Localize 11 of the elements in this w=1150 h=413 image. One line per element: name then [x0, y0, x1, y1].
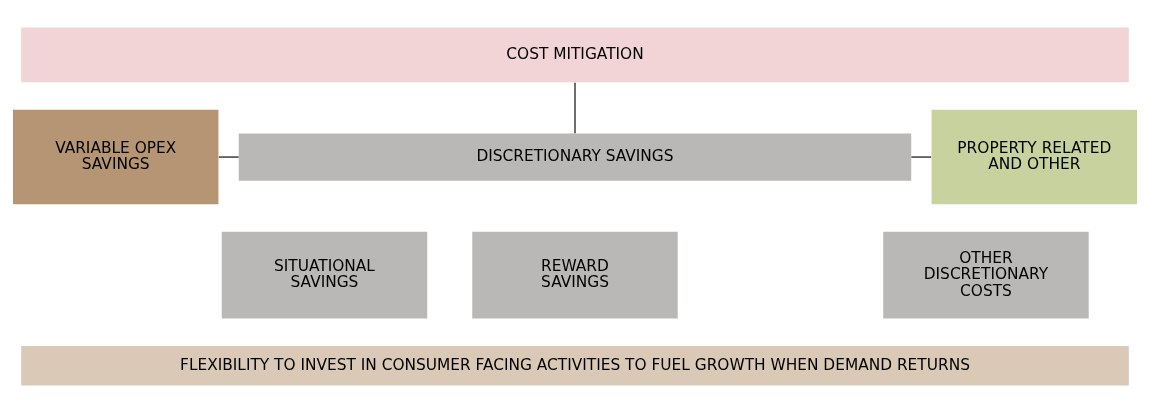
node-box: REWARD SAVINGS	[472, 231, 678, 319]
node-box: VARIABLE OPEX SAVINGS	[12, 109, 219, 205]
connector	[218, 156, 240, 158]
node-box: DISCRETIONARY SAVINGS	[238, 133, 912, 181]
connector	[574, 82, 576, 134]
node-box: PROPERTY RELATED AND OTHER	[931, 109, 1138, 205]
node-box: SITUATIONAL SAVINGS	[221, 231, 428, 319]
node-box: FLEXIBILITY TO INVEST IN CONSUMER FACING ACTIVITIES TO FUEL GROWTH WHEN DEMAND RETURNS	[21, 346, 1129, 386]
node-box: COST MITIGATION	[21, 27, 1129, 83]
node-box: OTHER DISCRETIONARY COSTS	[883, 231, 1089, 319]
connector	[910, 156, 932, 158]
